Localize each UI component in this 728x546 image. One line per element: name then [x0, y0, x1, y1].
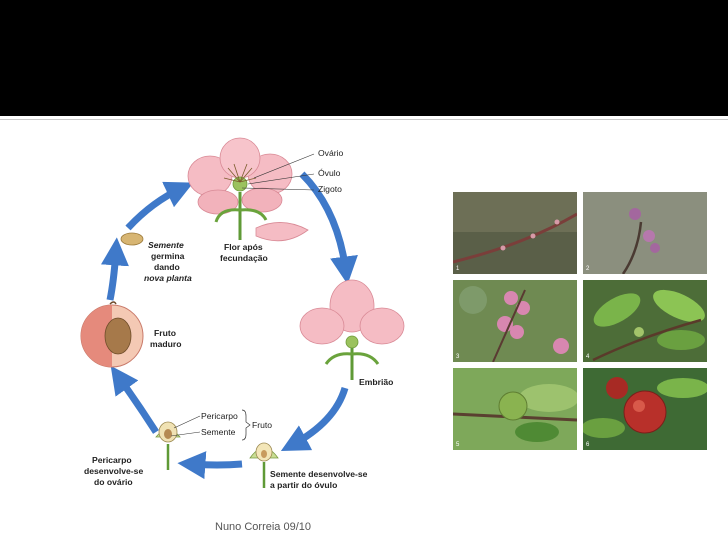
life-cycle-diagram: Ovário Óvulo Zigoto Flor após fecundação…	[80, 137, 405, 490]
label-semente-1: Semente	[148, 240, 184, 250]
label-flor-2: fecundação	[220, 253, 268, 263]
label-flor-1: Flor após	[224, 242, 263, 252]
label-peri-1: Pericarpo	[92, 455, 132, 465]
label-sem-dev-2: a partir do óvulo	[270, 480, 337, 490]
label-fruto-2: maduro	[150, 339, 182, 349]
photo-number: 2	[586, 266, 590, 272]
cycle-arrows	[101, 171, 358, 480]
photo-grid: 1 2 3 4	[453, 192, 707, 450]
header-rule	[0, 119, 728, 120]
arrow-pericarp-to-fruit	[110, 365, 159, 434]
fruit-brace	[241, 409, 251, 441]
photo-number: 3	[456, 354, 460, 360]
arrow-fruit-to-seed	[101, 237, 129, 301]
photo-number: 4	[586, 354, 590, 360]
seed-developing-illustration	[249, 442, 279, 488]
label-sem-dev-1: Semente desenvolve-se	[270, 469, 368, 479]
photo-number: 1	[456, 266, 460, 272]
label-semente-4: nova planta	[144, 273, 192, 283]
label-fruto-brace: Fruto	[252, 420, 272, 430]
arrow-flower-to-embryo	[299, 171, 358, 285]
ripe-fruit-illustration	[80, 301, 144, 368]
seed-icon	[120, 232, 144, 246]
photo-3-blossoms: 3	[453, 280, 577, 362]
photo-number: 5	[456, 442, 460, 448]
photo-5-green-fruit: 5	[453, 368, 577, 450]
arrow-embryo-to-seed	[280, 386, 349, 451]
photo-number: 6	[586, 442, 590, 448]
embryo-flower-illustration	[299, 279, 405, 380]
photo-4-leaves-fruitlet: 4	[583, 280, 707, 362]
flower-illustration	[187, 137, 309, 242]
label-ovulo: Óvulo	[318, 168, 341, 178]
photo-1-bare-branch: 1	[453, 192, 577, 274]
label-fruto-1: Fruto	[154, 328, 176, 338]
label-embriao: Embrião	[359, 377, 393, 387]
label-peri-2: desenvolve-se	[84, 466, 143, 476]
label-peri-3: do ovário	[94, 477, 133, 487]
label-zigoto: Zigoto	[318, 184, 342, 194]
photo-2-flower-buds: 2	[583, 192, 707, 274]
label-semente-3: dando	[154, 262, 180, 272]
label-ovario: Ovário	[318, 148, 344, 158]
pericarp-stage-illustration	[155, 421, 181, 470]
label-semente-small: Semente	[201, 427, 236, 437]
label-pericarpo-small: Pericarpo	[201, 411, 238, 421]
footer-author: Nuno Correia 09/10	[215, 521, 312, 533]
label-semente-2: germina	[151, 251, 185, 261]
title-bar	[0, 0, 728, 116]
photo-6-ripe-fruit: 6	[583, 368, 707, 450]
arrow-seed-to-pericarp	[177, 451, 243, 480]
arrow-seed-to-flower	[125, 181, 194, 231]
